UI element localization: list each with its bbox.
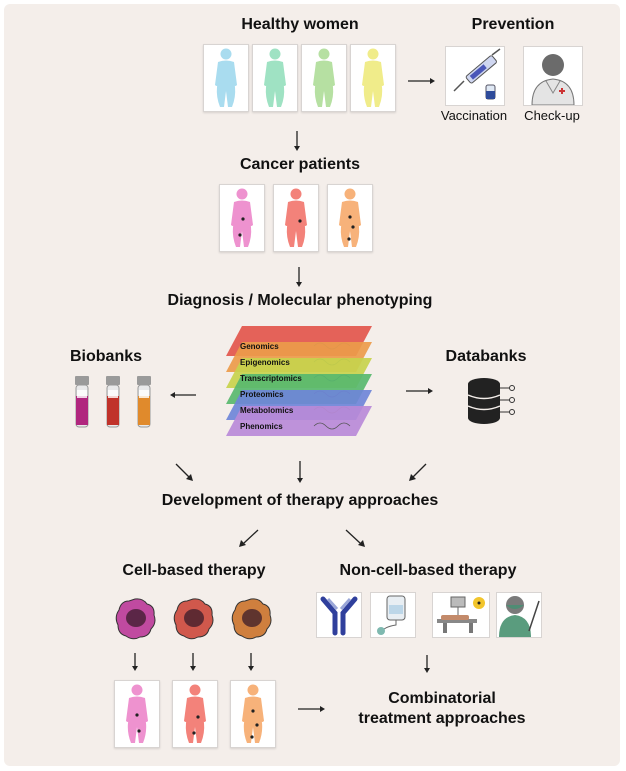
arrow-non-cell-to-combinatorial [424, 655, 430, 673]
omics-layer [226, 406, 372, 436]
arrow-to-biobanks [170, 392, 196, 398]
syringe-icon [453, 48, 501, 100]
database-icon [467, 378, 515, 424]
healthy-woman-card [301, 44, 347, 112]
arrow-biobanks-to-development [175, 463, 193, 481]
omics-layer-label: Phenomics [240, 422, 283, 431]
surgery-tile [496, 592, 542, 638]
arrow-to-databanks [406, 388, 433, 394]
female-body-icon [313, 48, 335, 107]
databanks-title: Databanks [445, 348, 527, 365]
female-body-icon [231, 188, 253, 247]
sample-tube-icon [75, 376, 89, 428]
female-body-icon [184, 684, 206, 743]
arrow-cell-to-patient [132, 653, 138, 671]
checkup-label: Check-up [524, 108, 580, 123]
omics-layer-label: Epigenomics [240, 358, 290, 367]
combinatorial-line1: Combinatorial [388, 690, 496, 707]
healthy-women-title: Healthy women [241, 16, 359, 33]
sample-tube-icon [106, 376, 120, 428]
female-body-icon [264, 48, 286, 107]
arrow-to-diagnosis [296, 267, 302, 287]
treated-patient-card [230, 680, 276, 748]
prevention-title: Prevention [471, 16, 555, 33]
arrow-to-cell-based [239, 529, 259, 547]
omics-layer-label: Transcriptomics [240, 374, 302, 383]
development-title: Development of therapy approaches [161, 492, 439, 509]
immune-cell-icon [231, 598, 272, 640]
antibody-icon [320, 596, 358, 636]
female-body-icon [126, 684, 148, 743]
cancer-patient-card [327, 184, 373, 252]
arrow-cell-to-patient [190, 653, 196, 671]
female-body-icon [215, 48, 237, 107]
sample-tube-icon [137, 376, 151, 428]
radiotherapy-tile [432, 592, 490, 638]
omics-layer-label: Proteomics [240, 390, 284, 399]
vaccination-tile [445, 46, 505, 106]
cancer-patient-card [273, 184, 319, 252]
omics-layer-label: Genomics [240, 342, 279, 351]
infusion-bag-icon [377, 595, 406, 635]
immune-cell-icon [173, 598, 214, 640]
infusion-tile [370, 592, 416, 638]
omics-layer-label: Metabolomics [240, 406, 294, 415]
arrow-to-non-cell-based [345, 529, 365, 547]
arrow-to-prevention [408, 78, 435, 84]
female-body-icon [242, 684, 264, 743]
checkup-tile [523, 46, 583, 106]
female-body-icon [362, 48, 384, 107]
treated-patient-card [172, 680, 218, 748]
healthy-woman-card [350, 44, 396, 112]
cell-based-title: Cell-based therapy [122, 562, 266, 579]
arrow-omics-to-development [297, 461, 303, 483]
non-cell-based-title: Non-cell-based therapy [339, 562, 517, 579]
doctor-icon [531, 54, 575, 106]
antibody-tile [316, 592, 362, 638]
treated-patient-card [114, 680, 160, 748]
healthy-woman-card [252, 44, 298, 112]
arrow-to-combinatorial [298, 706, 325, 712]
arrow-to-patients [294, 131, 300, 151]
healthy-woman-card [203, 44, 249, 112]
female-body-icon [339, 188, 361, 247]
radiotherapy-icon [437, 596, 485, 633]
immune-cell-icon [115, 598, 156, 640]
surgeon-icon [499, 596, 540, 637]
female-body-icon [285, 188, 307, 247]
arrow-cell-to-patient [248, 653, 254, 671]
arrow-databanks-to-development [409, 463, 427, 481]
vaccination-label: Vaccination [440, 108, 508, 123]
omics-glyph [313, 422, 351, 430]
omics-layer-stack [226, 326, 372, 436]
cancer-patient-card [219, 184, 265, 252]
cancer-patients-title: Cancer patients [239, 156, 361, 173]
figure-canvas: Healthy women Prevention Vaccination [4, 4, 620, 766]
combinatorial-line2: treatment approaches [358, 710, 526, 727]
diagnosis-title: Diagnosis / Molecular phenotyping [167, 292, 433, 309]
biobanks-title: Biobanks [69, 348, 143, 365]
